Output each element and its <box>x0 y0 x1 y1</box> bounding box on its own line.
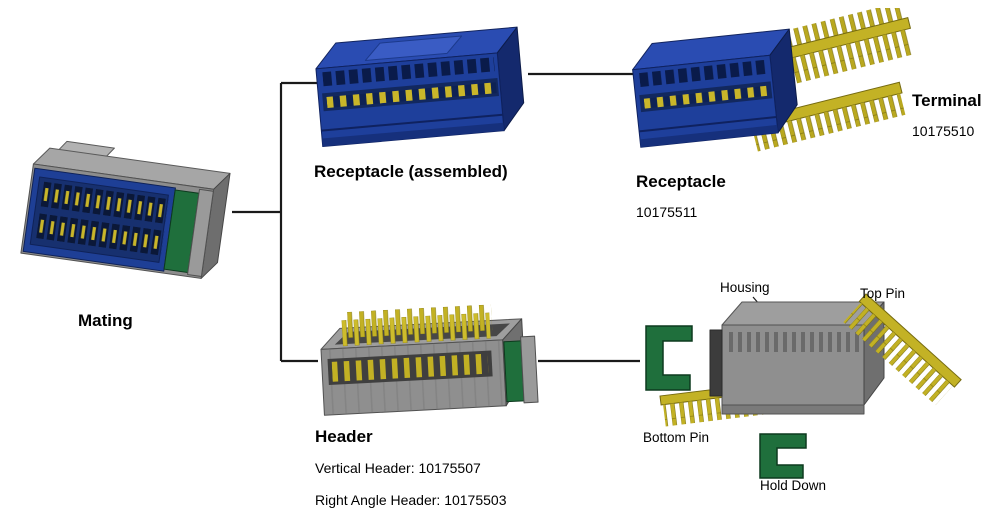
housing-label: Housing <box>720 280 770 295</box>
housing-shape <box>709 301 885 415</box>
receptacle-assembled-label: Receptacle (assembled) <box>314 162 508 181</box>
header-illustration <box>320 304 539 416</box>
mating-end-cap <box>187 188 214 277</box>
receptacle-slot-row <box>322 57 495 87</box>
hold-down-bottom-shape <box>759 433 807 479</box>
mating-label: Mating <box>78 311 133 330</box>
header-vertical-part-number: Vertical Header: 10175507 <box>315 460 481 476</box>
mating-contact-row-top <box>40 181 169 224</box>
receptacle-housing <box>632 28 798 148</box>
header-label: Header <box>315 427 373 446</box>
top-pin-label: Top Pin <box>860 286 906 301</box>
receptacle-exploded-illustration <box>632 8 915 152</box>
bottom-pin-label: Bottom Pin <box>643 430 710 445</box>
header-pin-tips <box>331 353 489 382</box>
terminal-label: Terminal <box>912 91 982 110</box>
header-right-angle-part-number: Right Angle Header: 10175503 <box>315 492 507 508</box>
mating-connector-illustration <box>20 140 231 279</box>
top-pin-strip <box>843 293 962 406</box>
receptacle-contact-row <box>326 82 497 108</box>
tree-line <box>232 72 640 363</box>
mating-contact-row-bottom <box>36 213 165 256</box>
header-end-cap <box>520 335 539 404</box>
hold-down-label: Hold Down <box>760 478 827 493</box>
hold-down-left-shape <box>645 325 693 391</box>
terminal-part-number: 10175510 <box>912 123 975 139</box>
receptacle-label: Receptacle <box>636 172 726 191</box>
terminal-strip-top <box>767 8 915 88</box>
receptacle-latch <box>364 35 463 61</box>
receptacle-assembled-illustration <box>315 26 525 148</box>
receptacle-part-number: 10175511 <box>636 204 698 220</box>
header-exploded-illustration <box>645 293 962 479</box>
header-pin-row-front <box>341 312 491 347</box>
